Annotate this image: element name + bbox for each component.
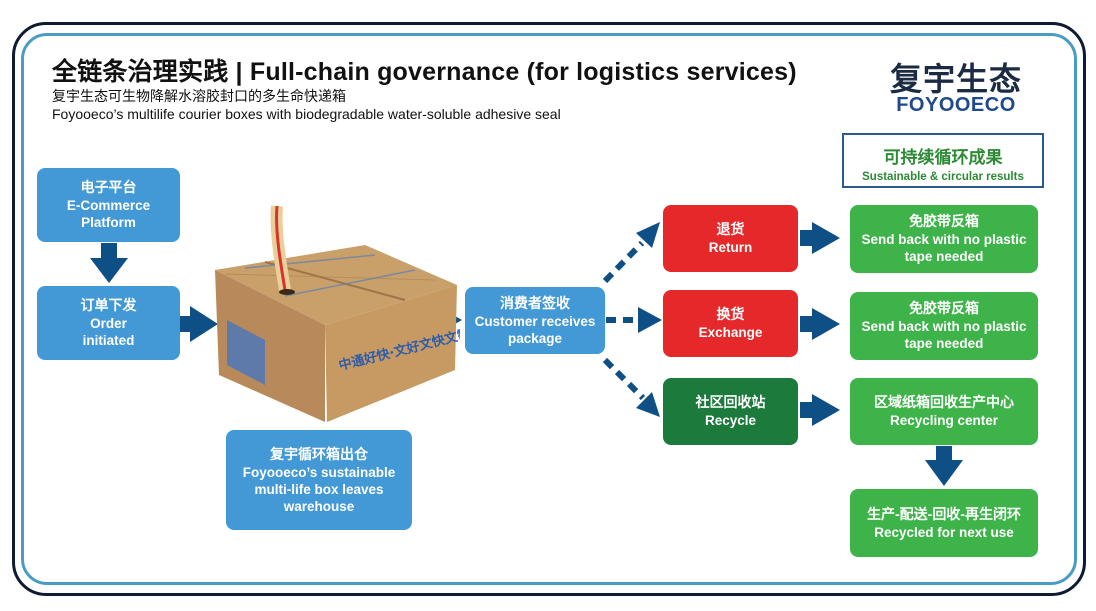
arrow-customer-to-recycle <box>602 357 660 417</box>
arrow-order-to-box <box>180 306 218 342</box>
node-warehouse-cn: 复宇循环箱出仓 <box>270 445 368 462</box>
arrow-recycle-to-center <box>800 394 840 426</box>
arrow-customer-to-return <box>602 222 660 284</box>
results-label: 可持续循环成果 Sustainable & circular results <box>842 133 1044 188</box>
subtitle-cn: 复宇生态可生物降解水溶胶封口的多生命快递箱 <box>52 88 346 104</box>
arrow-return-to-sendback <box>800 222 840 254</box>
node-return: 退货 Return <box>663 205 798 272</box>
node-sendback-exchange-cn: 免胶带反箱 <box>909 300 979 316</box>
node-sendback-return-en: Send back with no plastic tape needed <box>861 232 1027 264</box>
node-customer-en: Customer receives package <box>474 313 596 346</box>
node-return-cn: 退货 <box>716 221 745 237</box>
subtitle-en: Foyooeco’s multilife courier boxes with … <box>52 106 561 122</box>
node-customer-cn: 消费者签收 <box>500 294 570 311</box>
node-customer: 消费者签收 Customer receives package <box>465 287 605 354</box>
node-order-en: Order initiated <box>82 316 135 348</box>
node-warehouse: 复宇循环箱出仓 Foyooeco’s sustainable multi-lif… <box>226 430 412 530</box>
node-exchange-cn: 换货 <box>716 306 745 322</box>
node-exchange: 换货 Exchange <box>663 290 798 357</box>
node-recycle-en: Recycle <box>704 413 757 428</box>
node-recycling-center: 区域纸箱回收生产中心 Recycling center <box>850 378 1038 445</box>
results-label-cn: 可持续循环成果 <box>883 148 1003 167</box>
logo-cn: 复宇生态 <box>889 61 1022 97</box>
node-closed-loop: 生产-配送-回收-再生闭环 Recycled for next use <box>850 489 1038 557</box>
node-ecommerce-en: E-Commerce Platform <box>66 198 151 230</box>
node-recycling-center-cn: 区域纸箱回收生产中心 <box>874 394 1014 410</box>
node-closed-loop-cn: 生产-配送-回收-再生闭环 <box>867 505 1021 522</box>
node-recycle: 社区回收站 Recycle <box>663 378 798 445</box>
node-closed-loop-en: Recycled for next use <box>874 524 1014 540</box>
node-sendback-return: 免胶带反箱 Send back with no plastic tape nee… <box>850 205 1038 273</box>
node-order-cn: 订单下发 <box>80 297 137 313</box>
arrow-customer-to-exchange <box>606 307 662 333</box>
arrow-center-to-loop <box>925 446 963 486</box>
node-ecommerce-cn: 电子平台 <box>80 179 137 195</box>
node-warehouse-en: Foyooeco’s sustainable multi-life box le… <box>242 464 396 514</box>
node-sendback-exchange: 免胶带反箱 Send back with no plastic tape nee… <box>850 292 1038 360</box>
logo-en: FOYOOECO <box>896 94 1016 116</box>
node-ecommerce: 电子平台 E-Commerce Platform <box>37 168 180 242</box>
courier-box-image: 中通好快·文好文快文需 <box>215 205 460 422</box>
inner-frame <box>21 33 1077 585</box>
node-exchange-en: Exchange <box>698 325 763 340</box>
results-label-en: Sustainable & circular results <box>862 171 1024 183</box>
node-order: 订单下发 Order initiated <box>37 286 180 360</box>
arrow-exchange-to-sendback <box>800 308 840 340</box>
node-sendback-return-cn: 免胶带反箱 <box>909 213 979 229</box>
node-recycling-center-en: Recycling center <box>889 413 999 428</box>
node-recycle-cn: 社区回收站 <box>695 394 766 410</box>
outer-frame <box>12 22 1086 596</box>
page-title: 全链条治理实践 | Full-chain governance (for log… <box>52 58 797 86</box>
node-sendback-exchange-en: Send back with no plastic tape needed <box>861 319 1027 351</box>
arrow-ecommerce-to-order <box>90 243 128 283</box>
node-return-en: Return <box>708 240 753 255</box>
